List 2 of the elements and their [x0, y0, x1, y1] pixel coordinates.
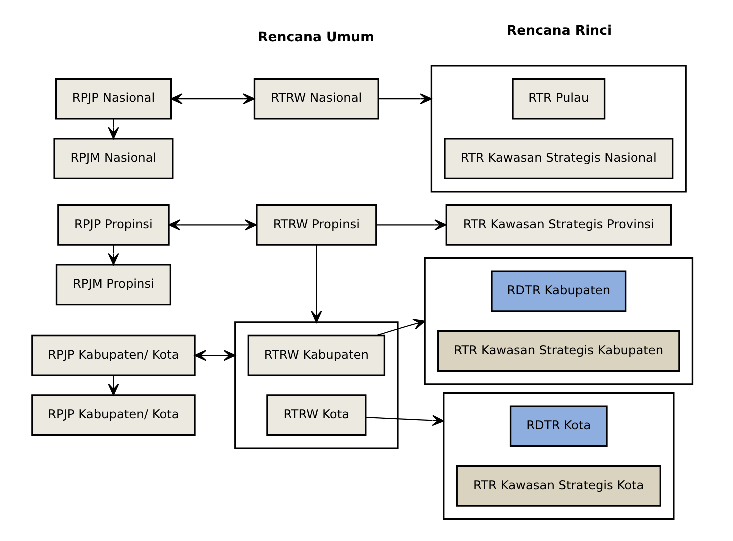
label: Rencana Rinci [506, 24, 612, 40]
label: Rencana Umum [258, 30, 374, 46]
